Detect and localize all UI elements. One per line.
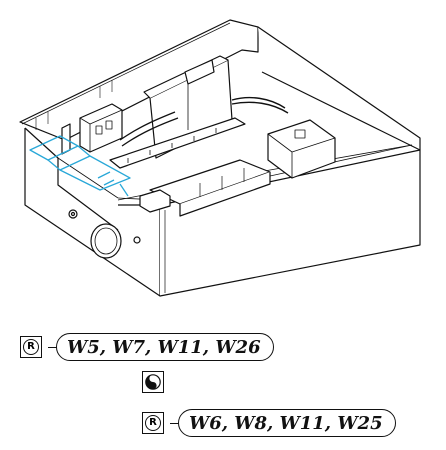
reference-row-1: R W5, W7, W11, W26	[20, 333, 274, 361]
registered-r-icon: R	[142, 412, 164, 434]
reference-row-3: R W6, W8, W11, W25	[142, 409, 396, 437]
reference-label-1: W5, W7, W11, W26	[48, 333, 274, 361]
reference-label-3: W6, W8, W11, W25	[170, 409, 396, 437]
reference-row-2	[142, 371, 164, 393]
enclosure-illustration	[19, 19, 421, 297]
registered-r-letter: R	[145, 415, 161, 431]
registered-r-letter: R	[23, 339, 39, 355]
registered-r-icon: R	[20, 336, 42, 358]
yin-yang-icon	[142, 371, 164, 393]
